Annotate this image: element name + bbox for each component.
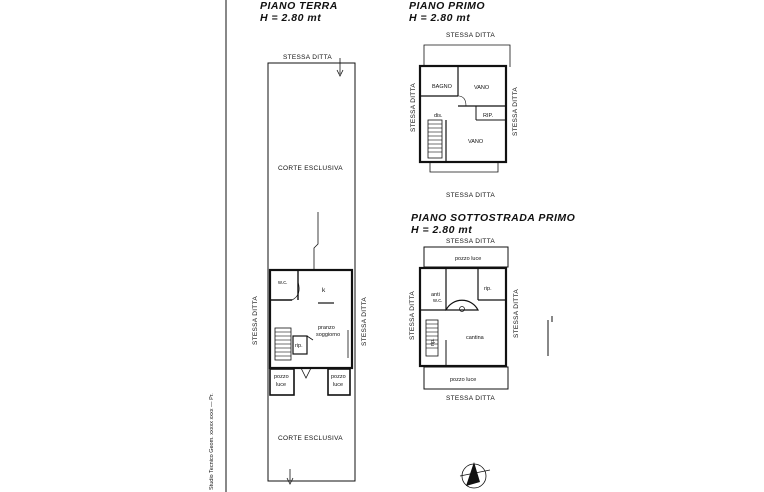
- piano-primo-height: H = 2.80 mt: [409, 12, 470, 24]
- sottostrada-wc-label-1: anti: [431, 292, 440, 298]
- light-well-left-label-1: pozzo: [274, 374, 289, 380]
- primo-room-top-label: VANO: [474, 85, 490, 91]
- light-well-left-label-2: luce: [276, 382, 286, 388]
- piano-terra-left-neighbor: STESSA DITTA: [252, 296, 259, 345]
- sottostrada-cellar-label: cantina: [466, 335, 485, 341]
- sottostrada-wc-label-2: w.c.: [432, 298, 443, 304]
- sottostrada-house-outline: [418, 266, 508, 368]
- compass-icon: [459, 462, 491, 489]
- kitchen-label: k: [322, 287, 326, 294]
- plan-piano-terra: PIANO TERRA H = 2.80 mt STESSA DITTA COR…: [252, 0, 368, 485]
- light-well-right-label-1: pozzo: [331, 374, 346, 380]
- sottostrada-height: H = 2.80 mt: [411, 224, 472, 236]
- sottostrada-storage-label-2: rip.: [430, 338, 436, 346]
- sottostrada-title: PIANO SOTTOSTRADA PRIMO: [411, 212, 575, 224]
- piano-primo-right-neighbor: STESSA DITTA: [512, 87, 519, 136]
- courtyard-bottom-label: CORTE ESCLUSIVA: [278, 435, 343, 442]
- sottostrada-top-neighbor: STESSA DITTA: [446, 238, 495, 245]
- lot-outline: [267, 62, 356, 482]
- primo-bathroom-label: BAGNO: [432, 84, 453, 90]
- piano-terra-height: H = 2.80 mt: [260, 12, 321, 24]
- living-label-2: soggiorno: [316, 332, 340, 338]
- primo-house-outline: [418, 64, 508, 164]
- primo-storage-label: RIP.: [483, 113, 493, 119]
- sottostrada-left-neighbor: STESSA DITTA: [409, 291, 416, 340]
- piano-primo-bottom-neighbor: STESSA DITTA: [446, 192, 495, 199]
- edge-fragment: [547, 316, 553, 356]
- primo-room-bottom-label: VANO: [468, 139, 484, 145]
- piano-primo-left-neighbor: STESSA DITTA: [410, 83, 417, 132]
- fence-line: [313, 212, 319, 270]
- storage-label-terra: rip.: [295, 343, 303, 349]
- plan-piano-primo: PIANO PRIMO H = 2.80 mt STESSA DITTA BAG…: [409, 0, 519, 199]
- piano-primo-top-neighbor: STESSA DITTA: [446, 32, 495, 39]
- piano-terra-right-neighbor: STESSA DITTA: [361, 297, 368, 346]
- piano-terra-title: PIANO TERRA: [260, 0, 338, 12]
- sottostrada-right-neighbor: STESSA DITTA: [513, 289, 520, 338]
- primo-closet-label: dis.: [434, 113, 443, 119]
- light-well-right: [327, 368, 351, 396]
- wc-label: w.c.: [277, 280, 288, 286]
- living-label-1: pranzo: [318, 325, 335, 331]
- sottostrada-storage-label-1: rip.: [484, 286, 492, 292]
- plan-piano-sottostrada: PIANO SOTTOSTRADA PRIMO H = 2.80 mt STES…: [409, 212, 575, 402]
- sottostrada-light-well-bottom-label: pozzo luce: [450, 377, 476, 383]
- light-well-right-label-2: luce: [333, 382, 343, 388]
- sottostrada-bottom-neighbor: STESSA DITTA: [446, 395, 495, 402]
- sottostrada-light-well-top-label: pozzo luce: [455, 256, 481, 262]
- piano-terra-top-neighbor: STESSA DITTA: [283, 54, 332, 61]
- sottostrada-light-well-bottom: [423, 366, 509, 390]
- piano-primo-title: PIANO PRIMO: [409, 0, 485, 12]
- margin-note: Studio Tecnico Geom. xxxxx xxxx — Pr.: [209, 393, 215, 490]
- courtyard-top-label: CORTE ESCLUSIVA: [278, 165, 343, 172]
- light-well-left: [269, 368, 295, 396]
